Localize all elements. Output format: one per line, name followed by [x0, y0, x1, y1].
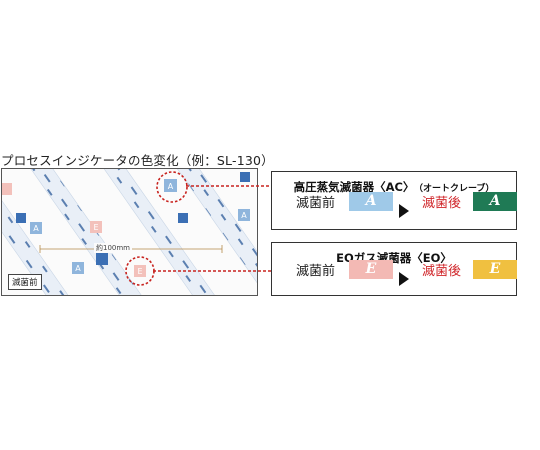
- ac-before-chip: A: [349, 191, 393, 211]
- ac-panel: 高圧蒸気滅菌器〈AC〉（オートクレーブ） 滅菌前 A 滅菌後 A: [271, 171, 517, 230]
- eo-before-chip: E: [349, 259, 393, 279]
- svg-text:E: E: [93, 223, 98, 232]
- ac-before-label: 滅菌前: [296, 195, 336, 211]
- ac-panel-title: 高圧蒸気滅菌器〈AC〉: [293, 180, 415, 194]
- arrow-right-icon: [399, 272, 409, 286]
- ac-panel-subtitle: （オートクレーブ）: [418, 184, 495, 194]
- indicator-sample-sheet: A A A A E E 約100mm 滅菌前: [1, 168, 258, 296]
- svg-text:A: A: [168, 182, 174, 191]
- eo-before-label: 滅菌前: [296, 263, 336, 279]
- svg-text:E: E: [137, 267, 142, 276]
- ac-after-label: 滅菌後: [422, 195, 462, 211]
- eo-panel: EOガス滅菌器〈EO〉 滅菌前 E 滅菌後 E: [271, 242, 517, 296]
- svg-text:A: A: [75, 264, 81, 273]
- svg-text:A: A: [33, 224, 39, 233]
- ac-indicator-patch: [164, 179, 177, 192]
- arrow-right-icon: [399, 204, 409, 218]
- eo-after-chip: E: [473, 259, 517, 279]
- page-title: プロセスインジケータの色変化（例：SL-130）: [1, 153, 274, 168]
- eo-indicator-patch: [134, 265, 146, 277]
- before-tag: 滅菌前: [8, 274, 42, 290]
- ac-after-chip: A: [473, 191, 517, 211]
- measurement-label: 約100mm: [94, 243, 132, 253]
- svg-text:A: A: [241, 211, 247, 220]
- eo-after-label: 滅菌後: [422, 263, 462, 279]
